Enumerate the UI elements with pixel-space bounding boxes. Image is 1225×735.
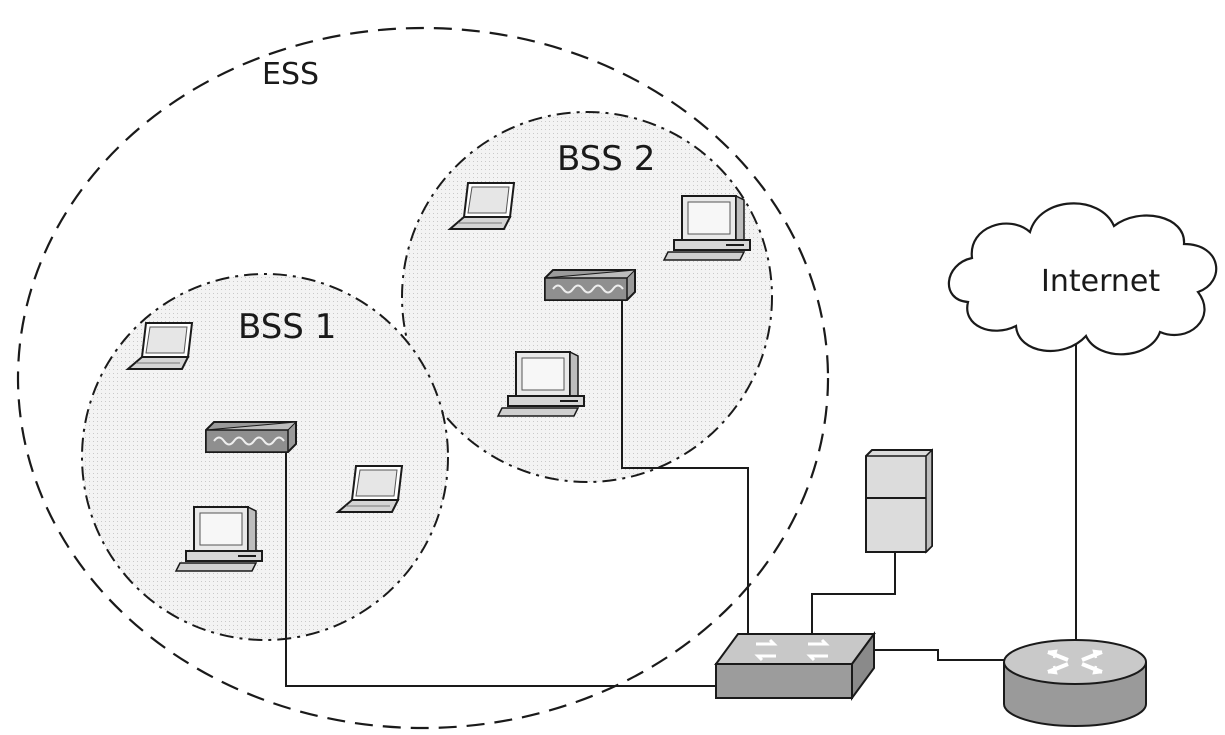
wireless-access-point-icon [206, 422, 296, 452]
server-icon [866, 450, 932, 552]
wireless-access-point-icon [545, 270, 635, 300]
ess-label: ESS [262, 57, 319, 92]
bss2-label: BSS 2 [557, 139, 655, 179]
router-icon [1004, 640, 1146, 726]
cable-server-switch [812, 550, 895, 638]
switch-icon [716, 634, 874, 698]
internet-label: Internet [1041, 264, 1160, 299]
cable-switch-router [868, 650, 1012, 660]
bss1-label: BSS 1 [238, 307, 336, 347]
